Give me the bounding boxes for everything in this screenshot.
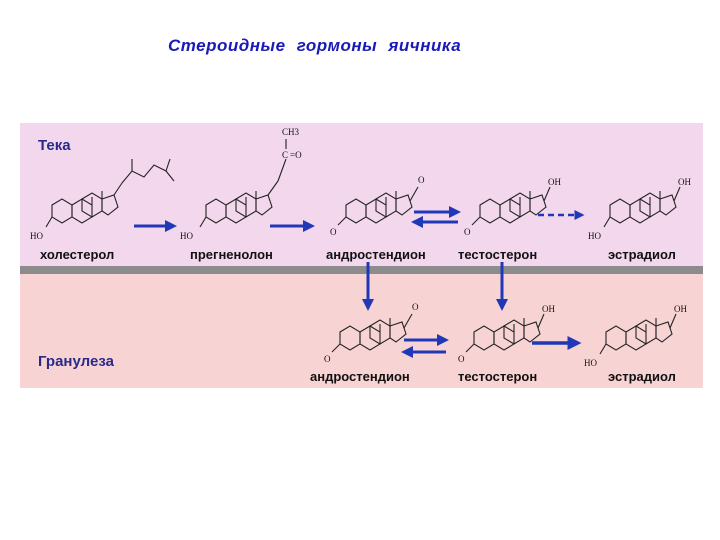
svg-text:OH: OH [674,304,687,314]
svg-text:OH: OH [542,304,555,314]
svg-text:OH: OH [548,177,561,187]
svg-text:HO: HO [30,231,43,241]
androstenedione-granulosa-structure: O O [324,302,419,364]
label-cholesterol: холестерол [40,247,114,262]
svg-text:HO: HO [180,231,193,241]
cholesterol-structure: HO [30,158,175,241]
theca-label: Тека [38,137,71,154]
svg-text:=O: =O [290,150,302,160]
androstenedione-theca-structure: O O [330,175,425,237]
label-estradiol-theca: эстрадиол [608,247,676,262]
label-androstenedione-granulosa: андростендион [310,369,410,384]
svg-text:CH3: CH3 [282,127,300,137]
svg-text:O: O [458,354,465,364]
label-testosterone-granulosa: тестостерон [458,369,537,384]
page-title: Стероидные гормоны яичника [168,36,462,55]
svg-text:O: O [324,354,331,364]
svg-text:HO: HO [584,358,597,368]
label-estradiol-granulosa: эстрадиол [608,369,676,384]
svg-text:O: O [464,227,471,237]
label-androstenedione-theca: андростендион [326,247,426,262]
estradiol-granulosa-structure: OH HO [584,304,687,368]
svg-text:OH: OH [678,177,691,187]
testosterone-theca-structure: OH O [464,177,561,237]
theca-zone [20,123,703,266]
granulosa-label: Гранулеза [38,353,115,370]
svg-text:C: C [282,150,288,160]
pregnenolone-structure: C =O CH3 HO [180,127,302,241]
zone-divider [20,266,703,274]
label-pregnenolone: прегненолон [190,247,273,262]
svg-text:O: O [418,175,425,185]
testosterone-granulosa-structure: OH O [458,304,555,364]
svg-text:O: O [412,302,419,312]
svg-text:O: O [330,227,337,237]
label-testosterone-theca: тестостерон [458,247,537,262]
svg-text:HO: HO [588,231,601,241]
estradiol-theca-structure: OH HO [588,177,691,241]
